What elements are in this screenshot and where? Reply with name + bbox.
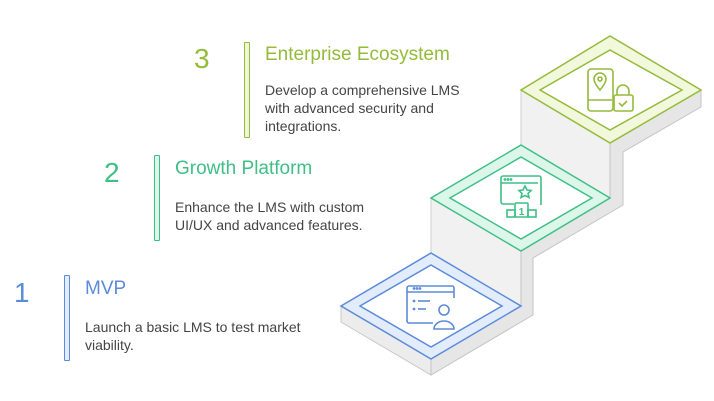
step-2-description: Enhance the LMS with custom UI/UX and ad… — [175, 199, 365, 233]
step-1-title: MVP — [85, 278, 127, 299]
step-3-description: Develop a comprehensive LMS with advance… — [265, 82, 460, 134]
step-2-title: Growth Platform — [175, 158, 313, 179]
mobile-location-lock-icon — [587, 68, 634, 112]
dashboard-user-icon — [406, 285, 455, 330]
step-2-number: 2 — [104, 157, 120, 188]
podium-star-icon — [500, 175, 542, 218]
step-1-bar — [64, 275, 70, 361]
step-1-number: 1 — [14, 277, 30, 308]
step-3-title: Enterprise Ecosystem — [265, 44, 450, 65]
step-2-bar — [154, 155, 160, 241]
step-3-number: 3 — [194, 43, 210, 74]
step-3-bar — [244, 42, 250, 138]
platform-1-inner — [358, 264, 504, 348]
podium-rank-label: 1 — [519, 207, 525, 218]
platform-3-inner — [538, 49, 684, 131]
step-1-description: Launch a basic LMS to test market viabil… — [85, 319, 301, 353]
